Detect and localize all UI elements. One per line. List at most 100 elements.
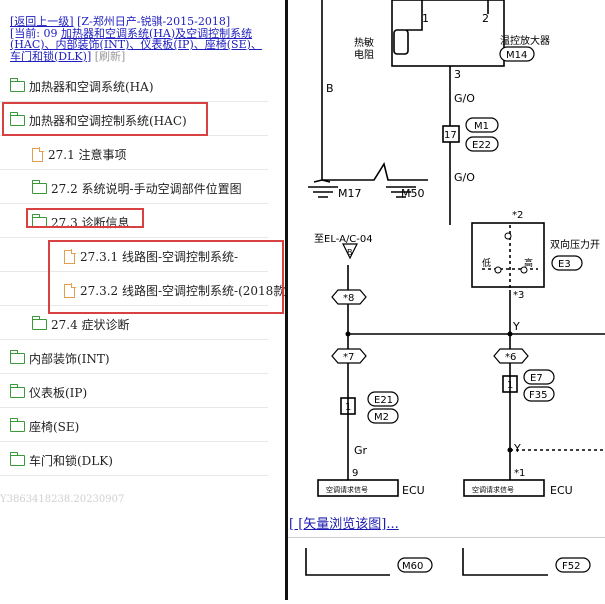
thermistor-label-2: 电阻 <box>354 48 374 61</box>
folder-icon <box>9 418 25 432</box>
wire-go2-label: G/O <box>454 171 475 184</box>
f52-tag: F52 <box>562 561 580 572</box>
tree-row <box>0 442 268 476</box>
document-icon <box>64 283 76 298</box>
tree-row <box>0 68 268 102</box>
tree-row <box>0 238 268 272</box>
e21-tag: E21 <box>374 395 393 406</box>
wiring-diagram-panel: 1 2 热敏 电阻 温控放大器 M14 3 B G/O 17 M1 E22 M1… <box>288 0 605 600</box>
star3-label: *3 <box>513 290 524 301</box>
vector-view-anchor[interactable]: [ [矢量浏览该图]... <box>289 517 399 532</box>
tree-item[interactable]: 27.1 注意事项 <box>32 146 127 163</box>
ecu2-signal-label: 空调请求信号 <box>472 485 514 494</box>
star7-label: *7 <box>343 352 354 363</box>
tree-item-label: 加热器和空调控制系统(HAC) <box>29 114 187 128</box>
wire-go1-label: G/O <box>454 92 475 105</box>
tree-row <box>0 204 268 238</box>
pin9-label: 9 <box>352 468 358 479</box>
star2-label: *2 <box>512 210 523 221</box>
tree-item-label: 27.2 系统说明-手动空调部件位置图 <box>51 182 242 196</box>
folder-icon <box>31 316 47 330</box>
bidir-label: 双向压力开 <box>550 238 600 251</box>
wiring-diagram: 1 2 热敏 电阻 温控放大器 M14 3 B G/O 17 M1 E22 M1… <box>305 0 605 576</box>
pin1-label: 1 <box>422 12 429 25</box>
amp-label: 温控放大器 <box>500 34 550 47</box>
pin2-label: 2 <box>482 12 489 25</box>
tree-item[interactable]: 27.3.2 线路图-空调控制系统-(2018款 <box>64 282 285 299</box>
diagram-separator <box>288 537 605 538</box>
m14-tag: M14 <box>506 50 527 61</box>
tree-item-label: 座椅(SE) <box>29 420 80 434</box>
tree-item[interactable]: 内部装饰(INT) <box>9 350 110 367</box>
to-elac-label: 至EL-A/C-04 <box>314 233 373 245</box>
current-suffix: ] <box>86 49 92 63</box>
wire-y1-label: Y <box>512 320 520 333</box>
m17-label: M17 <box>338 187 362 200</box>
tree-row <box>0 272 268 306</box>
tree-item[interactable]: 27.3.1 线路图-空调控制系统- <box>64 248 238 265</box>
thermistor-label: 热敏 <box>354 36 374 49</box>
tree-item[interactable]: 加热器和空调控制系统(HAC) <box>9 112 187 129</box>
box1b-label: 1 <box>507 380 513 391</box>
tree-item[interactable]: 车门和锁(DLK) <box>9 452 113 469</box>
breadcrumb: [返回上一级] [Z-郑州日产-锐骐-2015-2018] [当前: 09 加热… <box>10 16 268 62</box>
tree-item-label: 内部装饰(INT) <box>29 352 110 366</box>
wire-y2-label: Y <box>513 442 521 455</box>
folder-icon <box>9 452 25 466</box>
tri-b-label: B <box>347 248 353 257</box>
current-prefix: [当前: 09 <box>10 26 61 40</box>
tree-item[interactable]: 座椅(SE) <box>9 418 80 435</box>
box1a-label: 1 <box>345 402 351 413</box>
folder-icon <box>9 78 25 92</box>
tree-item-label: 加热器和空调系统(HA) <box>29 80 154 94</box>
tree-item-label: 27.3.1 线路图-空调控制系统- <box>80 250 239 264</box>
folder-icon <box>9 350 25 364</box>
ecu1-signal-label: 空调请求信号 <box>326 485 368 494</box>
m60-tag: M60 <box>402 561 423 572</box>
watermark: Y3863418238.20230907 <box>0 494 125 505</box>
tree-row <box>0 170 268 204</box>
vector-view-link[interactable]: [ [矢量浏览该图]... <box>289 513 399 532</box>
f35-tag: F35 <box>529 390 547 401</box>
refresh-link[interactable]: [刷新] <box>94 49 126 63</box>
panel-divider <box>285 0 288 600</box>
ecu2-label: ECU <box>550 484 573 497</box>
tree-row <box>0 306 268 340</box>
tree-item-label: 车门和锁(DLK) <box>29 454 113 468</box>
tree-item-label: 27.1 注意事项 <box>48 148 127 162</box>
navigation-panel: [返回上一级] [Z-郑州日产-锐骐-2015-2018] [当前: 09 加热… <box>0 0 285 600</box>
star1-label: *1 <box>514 468 525 479</box>
back-link[interactable]: [返回上一级] <box>10 15 74 28</box>
wire-b-label: B <box>326 82 334 95</box>
tree-item-label: 仪表板(IP) <box>29 386 88 400</box>
series-label: [Z-郑州日产-锐骐-2015-2018] <box>77 15 231 28</box>
ecu1-label: ECU <box>402 484 425 497</box>
star8-label: *8 <box>343 293 354 304</box>
tree-item-label: 27.4 症状诊断 <box>51 318 130 332</box>
document-icon <box>32 147 44 162</box>
m1-tag: M1 <box>474 121 489 132</box>
e7-tag: E7 <box>530 373 543 384</box>
m50-label: M50 <box>401 187 425 200</box>
wire-gr-label: Gr <box>354 444 368 457</box>
m2-tag: M2 <box>374 412 389 423</box>
e3-tag: E3 <box>558 259 571 270</box>
tree-item-label: 27.3.2 线路图-空调控制系统-(2018款 <box>80 284 286 298</box>
high-label: 高 <box>524 257 533 269</box>
pin3-label: 3 <box>454 68 461 81</box>
highlight-box <box>48 240 284 314</box>
document-icon <box>64 249 76 264</box>
tree-row <box>0 340 268 374</box>
pin17-label: 17 <box>444 130 457 141</box>
tree-item[interactable]: 27.4 症状诊断 <box>31 316 130 333</box>
tree-item[interactable]: 27.2 系统说明-手动空调部件位置图 <box>31 180 242 197</box>
tree-row <box>0 374 268 408</box>
highlight-box <box>2 102 208 136</box>
current-path-link[interactable]: 加热器和空调系统(HA)及空调控制系统(HAC)、内部装饰(INT)、仪表板(I… <box>10 26 262 63</box>
folder-open-icon <box>9 112 25 126</box>
folder-icon <box>9 384 25 398</box>
tree-item[interactable]: 加热器和空调系统(HA) <box>9 78 154 95</box>
low-label: 低 <box>482 257 491 269</box>
e22-tag: E22 <box>472 140 491 151</box>
tree-item[interactable]: 仪表板(IP) <box>9 384 88 401</box>
